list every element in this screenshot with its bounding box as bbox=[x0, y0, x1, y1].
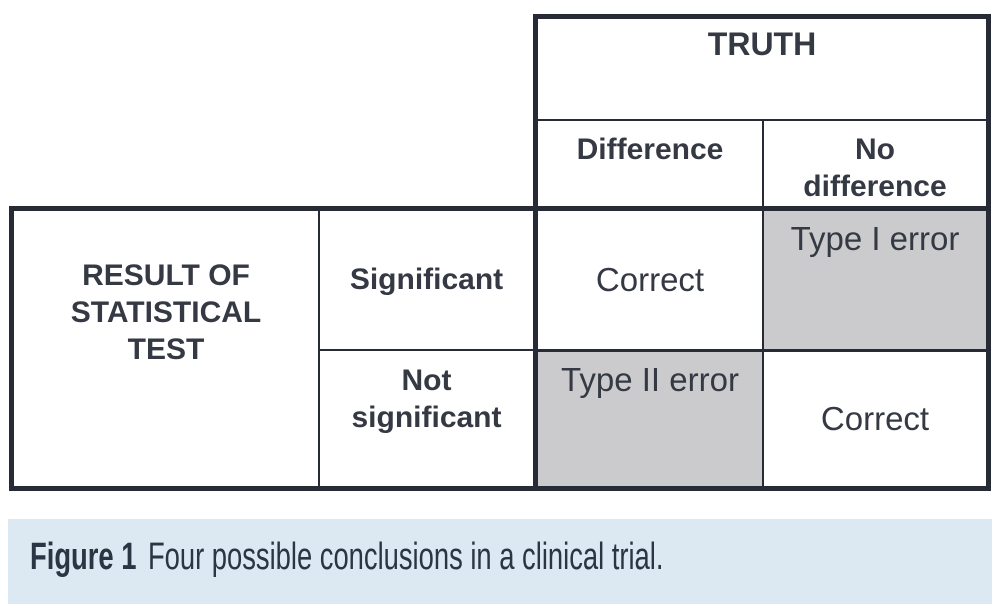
outcome-grid: Correct Type I error Type II error Corre… bbox=[533, 206, 991, 491]
outcome-row-not-significant: Type II error Correct bbox=[538, 349, 986, 486]
cell-significant-no-difference-type-1-error: Type I error bbox=[762, 211, 986, 349]
col-header-difference: Difference bbox=[576, 133, 724, 167]
cell-not-significant-no-difference-correct: Correct bbox=[762, 352, 986, 486]
cell-significant-difference-correct: Correct bbox=[595, 261, 705, 298]
figure-caption-label: Figure 1 bbox=[30, 536, 137, 578]
outcome-row-significant: Correct Type I error bbox=[538, 211, 986, 349]
cell-not-significant-difference-type-2-error: Type II error bbox=[538, 352, 762, 486]
row-header-column: Significant Not significant bbox=[318, 211, 533, 486]
col-header-no-difference: No difference bbox=[762, 121, 986, 206]
row-header-significant: Significant bbox=[349, 262, 504, 296]
figure-caption-text: Four possible conclusions in a clinical … bbox=[147, 536, 664, 578]
truth-column-group-header: TRUTH bbox=[707, 26, 817, 62]
row-group-header-result-of-statistical-test: RESULT OF STATISTICAL TEST bbox=[70, 259, 262, 366]
result-header-block: RESULT OF STATISTICAL TEST Significant N… bbox=[9, 206, 538, 491]
truth-subheader-row: Difference No difference bbox=[538, 119, 986, 206]
row-header-not-significant: Not significant bbox=[320, 349, 533, 486]
truth-header-block: TRUTH Difference No difference bbox=[533, 14, 991, 211]
